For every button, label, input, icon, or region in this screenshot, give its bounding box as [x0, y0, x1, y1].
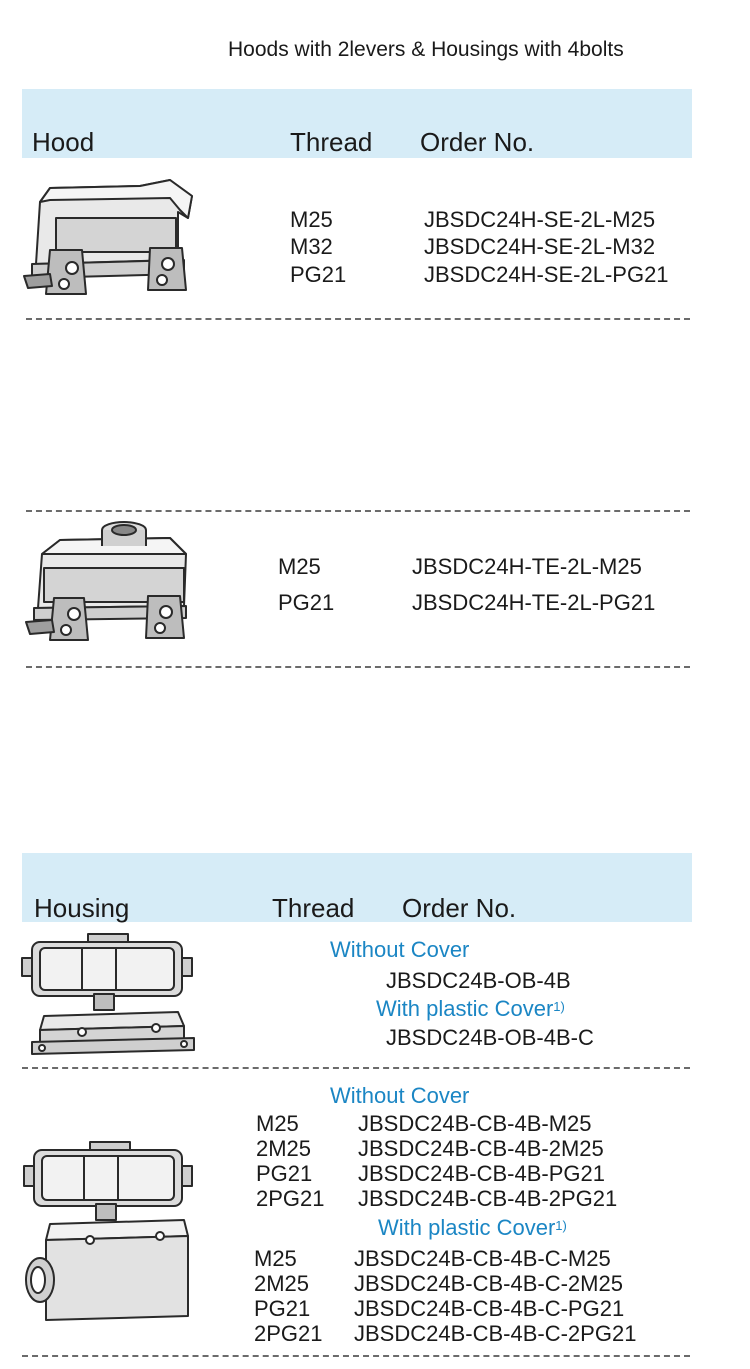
housing-cb-thread-1: M25 — [256, 1111, 299, 1136]
col-header-order: Order No. — [402, 893, 517, 923]
housing-open-bulkhead-icon — [21, 933, 195, 1055]
hood-side-entry-icon — [23, 179, 193, 295]
divider — [26, 666, 690, 668]
hood-se-thread-2: M32 — [290, 234, 333, 259]
hood-header-band — [22, 89, 692, 158]
divider — [26, 318, 690, 320]
col-header-hood: Hood — [32, 127, 95, 157]
housing-cb-order-1: JBSDC24B-CB-4B-M25 — [358, 1111, 592, 1136]
hood-se-thread-1: M25 — [290, 207, 333, 232]
housing-cb-with-cover: With plastic Cover1) — [378, 1215, 567, 1240]
housing-cb-c-thread-1: M25 — [254, 1246, 297, 1271]
hood-top-entry-icon — [25, 521, 187, 641]
housing-ob-with-cover: With plastic Cover1) — [376, 996, 565, 1021]
housing-cb-thread-2: 2M25 — [256, 1136, 312, 1161]
housing-ob-without-cover: Without Cover — [330, 937, 470, 962]
housing-cb-thread-4: 2PG21 — [256, 1186, 325, 1211]
hood-se-order-3: JBSDC24H-SE-2L-PG21 — [424, 262, 669, 287]
housing-cb-c-order-2: JBSDC24B-CB-4B-C-2M25 — [354, 1271, 623, 1296]
housing-cb-c-thread-2: 2M25 — [254, 1271, 310, 1296]
housing-cb-order-4: JBSDC24B-CB-4B-2PG21 — [358, 1186, 618, 1211]
divider — [26, 510, 690, 512]
hood-te-order-1: JBSDC24H-TE-2L-M25 — [412, 554, 642, 579]
housing-header-band — [22, 853, 692, 922]
hood-te-order-2: JBSDC24H-TE-2L-PG21 — [412, 590, 656, 615]
footnote-marker: 1) — [555, 1218, 567, 1233]
housing-cb-c-order-4: JBSDC24B-CB-4B-C-2PG21 — [354, 1321, 637, 1346]
col-header-order: Order No. — [420, 127, 535, 157]
housing-cb-c-thread-4: 2PG21 — [254, 1321, 323, 1346]
housing-cb-c-thread-3: PG21 — [254, 1296, 311, 1321]
hood-se-order-1: JBSDC24H-SE-2L-M25 — [424, 207, 656, 232]
housing-cb-c-order-1: JBSDC24B-CB-4B-C-M25 — [354, 1246, 611, 1271]
housing-cb-c-order-3: JBSDC24B-CB-4B-C-PG21 — [354, 1296, 625, 1321]
hood-se-order-2: JBSDC24H-SE-2L-M32 — [424, 234, 656, 259]
housing-ob-order: JBSDC24B-OB-4B — [386, 968, 571, 993]
footnote-marker: 1) — [553, 999, 565, 1014]
housing-cb-without-cover: Without Cover — [330, 1083, 470, 1108]
housing-cb-order-2: JBSDC24B-CB-4B-2M25 — [358, 1136, 604, 1161]
col-header-thread: Thread — [272, 893, 355, 923]
hood-se-thread-3: PG21 — [290, 262, 347, 287]
housing-ob-order-c: JBSDC24B-OB-4B-C — [386, 1025, 594, 1050]
col-header-housing: Housing — [34, 893, 130, 923]
housing-cb-thread-3: PG21 — [256, 1161, 313, 1186]
housing-closed-bottom-icon — [23, 1141, 193, 1321]
col-header-thread: Thread — [290, 127, 373, 157]
housing-cb-order-3: JBSDC24B-CB-4B-PG21 — [358, 1161, 605, 1186]
divider — [22, 1355, 690, 1357]
hood-te-thread-1: M25 — [278, 554, 321, 579]
divider — [22, 1067, 690, 1069]
hood-te-thread-2: PG21 — [278, 590, 335, 615]
page-title: Hoods with 2levers & Housings with 4bolt… — [228, 38, 624, 61]
